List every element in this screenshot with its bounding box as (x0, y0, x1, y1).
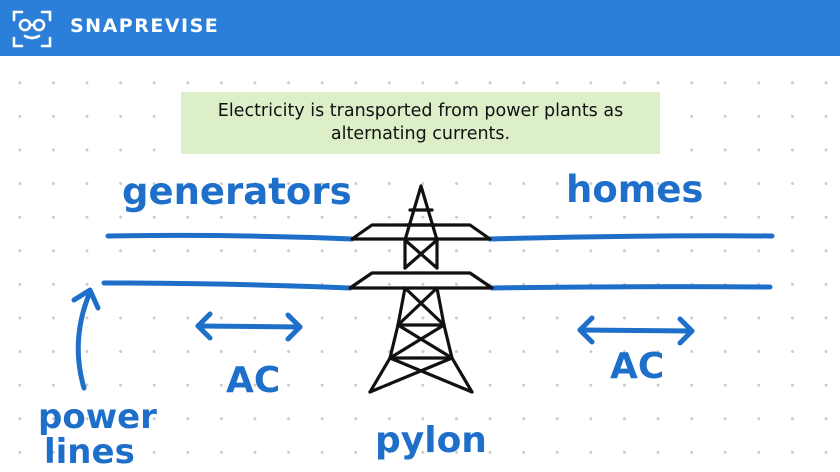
label-homes: homes (566, 168, 703, 211)
glasses-face-icon (12, 10, 52, 48)
label-pylon: pylon (375, 420, 487, 461)
power-line-upper-right (487, 233, 775, 242)
pylon-icon (348, 184, 494, 394)
brand-name: SNAPREVISE (70, 15, 220, 37)
label-power: power (38, 397, 157, 437)
label-ac-left: AC (226, 360, 280, 401)
app-header: SNAPREVISE (0, 0, 840, 56)
label-ac-right: AC (610, 346, 664, 387)
label-generators: generators (122, 170, 352, 213)
double-arrow-icon (195, 311, 303, 342)
power-line-lower-right (489, 284, 773, 291)
power-line-upper-left (105, 232, 355, 242)
arrow-up-icon (71, 287, 101, 391)
double-arrow-icon (577, 315, 695, 346)
power-line-lower-left (101, 280, 353, 291)
caption-text: Electricity is transported from power pl… (217, 101, 624, 144)
caption-box: Electricity is transported from power pl… (181, 92, 660, 154)
label-lines: lines (44, 432, 135, 472)
